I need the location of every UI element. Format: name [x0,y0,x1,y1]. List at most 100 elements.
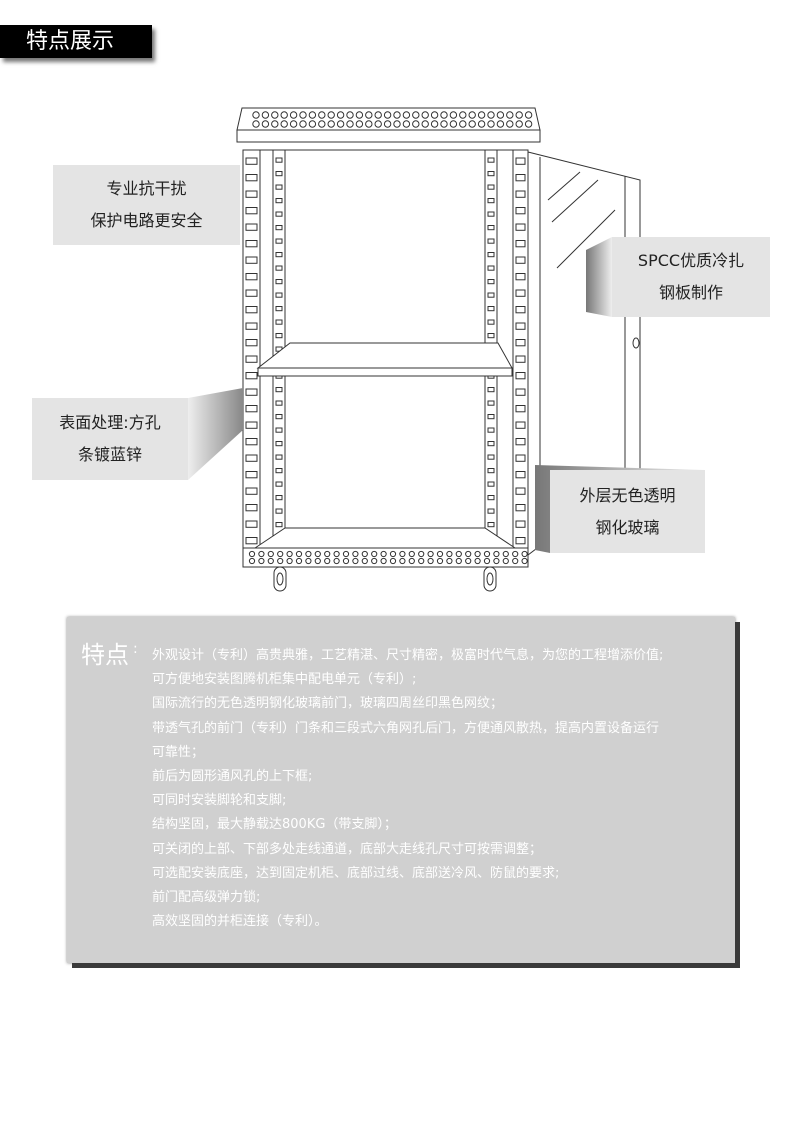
square-hole [245,256,258,264]
square-hole [515,388,526,396]
vent-hole [477,111,486,119]
square-hole [487,454,495,460]
vent-hole [371,557,378,565]
vent-hole [258,557,265,565]
vent-hole [289,111,298,119]
square-hole [275,333,283,339]
square-hole [487,279,495,285]
vent-hole [393,120,401,128]
square-hole [515,273,526,281]
vent-hole [342,550,350,558]
square-hole [245,438,258,446]
square-hole [515,520,526,528]
vent-hole [402,111,411,119]
vent-hole [412,111,420,119]
features-panel: 特点 : 外观设计（专利）高贵典雅，工艺精湛、尺寸精密，极富时代气息，为您的工程… [67,617,735,963]
vent-hole [408,557,415,565]
vent-hole [418,550,425,558]
square-hole [487,414,495,420]
vent-hole [295,550,303,558]
square-hole [275,387,283,393]
vent-hole [280,120,288,128]
vent-hole [346,111,354,119]
vent-hole [436,557,444,565]
door-lock [632,337,640,349]
square-hole [245,471,258,479]
vent-hole [515,120,523,128]
vent-hole [399,550,406,558]
square-hole [245,537,258,545]
callout-wedge [188,388,243,480]
vent-hole [308,120,317,128]
square-hole [515,190,526,198]
vent-hole [383,120,392,128]
square-hole [275,508,283,514]
square-hole [275,441,283,447]
vent-hole [449,120,458,128]
vent-hole [440,111,448,119]
caster [483,566,497,592]
square-hole [515,421,526,429]
vent-hole [374,111,382,119]
vent-hole [493,557,500,565]
square-hole [275,292,283,298]
callout-line: 专业抗干扰 [106,179,187,198]
square-hole [275,211,283,217]
square-hole [487,306,495,312]
callout-line: 外层无色透明 [579,485,676,505]
bottom-plate [253,527,517,549]
callout-line: 保护电路更安全 [90,211,203,230]
shelf-edge [257,367,513,377]
vent-hole [371,550,378,558]
vent-hole [299,111,307,119]
square-hole [245,421,258,429]
vent-hole [468,120,476,128]
vent-hole [493,550,500,558]
vent-hole [352,557,359,565]
square-hole [275,400,283,406]
vent-hole [355,120,364,128]
feature-item: 可方便地安装图腾机柜集中配电单元（专利）; [152,672,417,688]
square-hole [275,171,283,177]
vent-hole [524,111,533,119]
vent-hole [506,111,514,119]
vent-hole [496,111,505,119]
vent-hole [365,120,373,128]
vent-hole [314,557,321,565]
vent-hole [474,550,481,558]
square-hole [487,427,495,433]
vent-hole [365,111,373,119]
vent-hole [248,550,256,558]
square-hole [487,400,495,406]
square-hole [515,322,526,330]
square-hole [487,387,495,393]
vent-hole [380,550,387,558]
square-hole [275,454,283,460]
vent-hole [436,550,444,558]
callout-line: 表面处理:方孔 [59,413,161,432]
vent-hole [483,550,491,558]
square-hole [515,504,526,512]
vent-hole [299,120,307,128]
square-hole [275,198,283,204]
square-hole [275,238,283,244]
vent-hole [430,111,439,119]
vent-hole [446,557,453,565]
square-hole [275,225,283,231]
square-hole [245,273,258,281]
vent-hole [286,557,293,565]
vent-hole [333,550,340,558]
square-hole [245,223,258,231]
vent-hole [324,557,331,565]
vent-hole [361,550,368,558]
square-hole [487,157,495,163]
square-hole [275,481,283,487]
square-hole [487,184,495,190]
square-hole [245,388,258,396]
square-hole [487,495,495,501]
feature-item: 可靠性； [152,744,205,760]
square-hole [275,306,283,312]
vent-hole [327,120,335,128]
vent-hole [261,111,270,119]
vent-hole [449,111,458,119]
